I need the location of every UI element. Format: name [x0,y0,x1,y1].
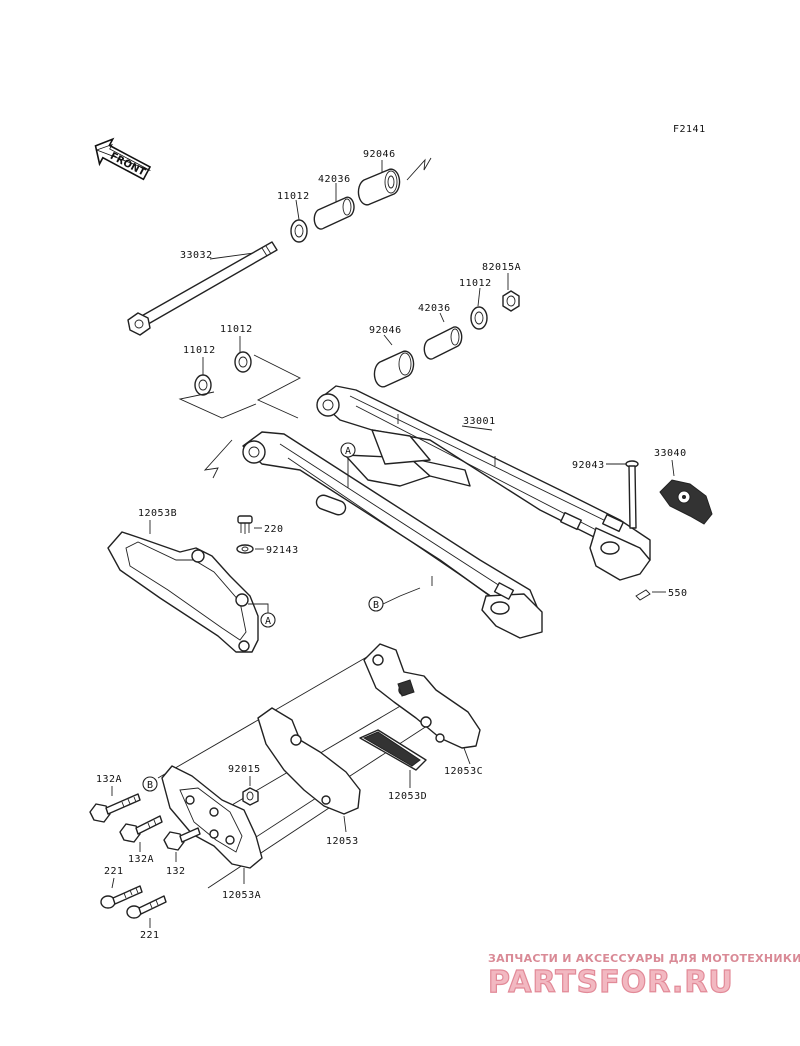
callout-b-lower: B [142,776,158,792]
chain-adjuster-33040: 33040 [654,448,713,525]
pivot-seals-left: 11012 11012 [178,324,301,479]
part-number-12053D: 12053D [388,791,427,802]
part-number-132A-top: 132A [96,774,122,785]
bolt-132: 132 [163,827,201,877]
callout-a-guide: A [265,616,272,627]
seal-11012-left [194,374,212,396]
bearing-92046-right [373,350,415,388]
part-number-550: 550 [668,588,688,599]
chain-guide-12053: 12053 [257,707,361,847]
part-number-92046-right: 92046 [369,325,402,336]
part-number-221-top: 221 [104,866,124,877]
part-number-12053A: 12053A [222,890,261,901]
swingarm-33001: 33001 [242,385,651,639]
seal-11012-right [470,306,488,330]
part-number-220: 220 [264,524,284,535]
seal-11012-top [290,219,308,243]
callout-a-swingarm: A [340,442,356,488]
collar-42036-top [313,196,355,230]
part-number-132: 132 [166,866,186,877]
part-number-92015: 92015 [228,764,261,775]
nut-92015: 92015 [228,764,261,806]
screw-221-bot: 221 [126,895,167,941]
part-number-92043: 92043 [572,460,605,471]
part-number-92143: 92143 [266,545,299,556]
cotter-pin-550: 550 [635,588,688,601]
nut-82015A [502,290,520,312]
part-number-11012-left: 11012 [183,345,216,356]
pivot-shaft-33032: 33032 [127,241,278,336]
part-number-33001: 33001 [463,416,496,427]
collar-92143: 92143 [236,544,299,556]
part-number-11012-mid: 11012 [220,324,253,335]
part-number-12053C: 12053C [444,766,483,777]
part-number-12053B: 12053B [138,508,177,519]
diagram-code: F2141 [673,124,706,135]
part-number-33032: 33032 [180,250,213,261]
part-number-132A-mid: 132A [128,854,154,865]
pivot-parts-right: 82015A 11012 42036 92046 [369,262,521,388]
bolt-132A-mid: 132A [119,815,163,865]
collar-42036-right [423,326,463,360]
svg-text:B: B [373,600,380,611]
part-number-11012-top: 11012 [277,191,310,202]
pivot-parts-top: 92046 42036 11012 [277,149,432,243]
part-number-12053: 12053 [326,836,359,847]
bolt-220: 220 [237,515,284,535]
seal-11012-mid [234,351,252,373]
part-number-42036-top: 42036 [318,174,351,185]
part-number-221-bot: 221 [140,930,160,941]
watermark-logo: PARTSFOR.RU [488,965,734,1000]
part-number-92046-top: 92046 [363,149,396,160]
callout-b-swingarm: B [368,587,421,612]
bolt-132A-top: 132A [89,774,141,823]
pin-92043: 92043 [572,460,639,529]
part-number-42036-right: 42036 [418,303,451,314]
part-number-11012-right: 11012 [459,278,492,289]
svg-text:A: A [345,446,352,457]
screw-221-top: 221 [100,866,143,909]
chain-guide-12053C: 12053C [363,643,483,777]
part-number-33040: 33040 [654,448,687,459]
chain-slider-12053D: 12053D [359,729,427,802]
watermark-tagline: ЗАПЧАСТИ И АКСЕССУАРЫ ДЛЯ МОТОТЕХНИКИ [488,952,800,965]
chain-guide-12053B: 12053B A [107,508,276,653]
front-arrow-icon: FRONT [94,137,152,181]
bearing-92046-top [357,168,401,206]
part-number-82015A: 82015A [482,262,521,273]
svg-text:B: B [147,780,154,791]
